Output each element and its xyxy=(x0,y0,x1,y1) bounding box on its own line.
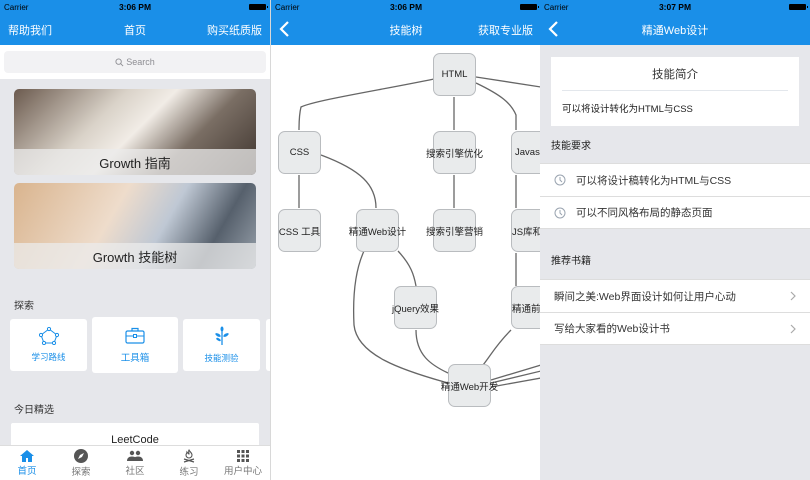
intro-title: 技能简介 xyxy=(562,57,788,91)
back-chevron-icon[interactable] xyxy=(548,21,560,37)
books-heading: 推荐书籍 xyxy=(551,256,591,267)
progress-clock-icon xyxy=(554,207,566,218)
tab-label: 练习 xyxy=(179,466,199,478)
graph-edges xyxy=(298,76,540,388)
requirement-text: 可以不同风格布局的静态页面 xyxy=(576,207,713,219)
progress-clock-icon xyxy=(554,174,566,186)
tab-label: 用户中心 xyxy=(223,465,262,477)
explore-heading: 探索 xyxy=(14,301,34,312)
node-seo[interactable]: 搜索引擎优化 xyxy=(426,131,483,174)
carrier-label: Carrier xyxy=(4,2,29,12)
compass-icon xyxy=(74,448,88,463)
home-icon xyxy=(20,449,34,462)
home-screen: Carrier 3:06 PM 帮助我们 首页 购买纸质版 Search Gro… xyxy=(0,0,270,480)
tab-label: 社区 xyxy=(125,465,145,477)
status-bar: Carrier 3:07 PM xyxy=(540,0,810,14)
tab-practice[interactable]: 练习 xyxy=(162,446,216,480)
daily-pick-title: LeetCode xyxy=(111,434,159,446)
status-time: 3:06 PM xyxy=(118,2,152,12)
search-input[interactable]: Search xyxy=(4,51,266,73)
requirement-text: 可以将设计稿转化为HTML与CSS xyxy=(576,174,732,187)
requirement-item[interactable]: 可以将设计稿转化为HTML与CSS xyxy=(540,164,810,196)
card-label: 学习路线 xyxy=(31,352,66,362)
tab-home[interactable]: 首页 xyxy=(0,446,54,480)
node-javascript[interactable]: Javas xyxy=(511,131,540,174)
skill-graph[interactable]: HTML CSS 搜索引擎优化 Javas CSS 工具 精通Web设计 搜索引… xyxy=(271,45,540,480)
search-placeholder: Search xyxy=(126,57,155,67)
status-time: 3:07 PM xyxy=(658,2,692,12)
tab-label: 探索 xyxy=(71,466,91,478)
node-frontend[interactable]: 精通前端 xyxy=(511,286,540,329)
requirement-item[interactable]: 可以不同风格布局的静态页面 xyxy=(540,196,810,228)
carrier-label: Carrier xyxy=(544,2,569,12)
banner-caption: Growth 指南 xyxy=(14,149,256,175)
chevron-right-icon xyxy=(790,324,796,334)
requirements-list: 可以将设计稿转化为HTML与CSS 可以不同风格布局的静态页面 xyxy=(540,163,810,229)
book-item[interactable]: 瞬间之美:Web界面设计如何让用户心动 xyxy=(540,280,810,312)
node-js-libraries[interactable]: JS库和 xyxy=(511,209,540,252)
tab-community[interactable]: 社区 xyxy=(108,446,162,480)
carrier-label: Carrier xyxy=(275,2,300,12)
pentagon-nodes-icon xyxy=(38,327,59,345)
growth-guide-banner[interactable]: Growth 指南 xyxy=(14,89,256,175)
intro-text: 可以将设计转化为HTML与CSS xyxy=(562,104,693,115)
skill-intro-card: 技能简介 可以将设计转化为HTML与CSS xyxy=(551,57,799,126)
growth-skilltree-banner[interactable]: Growth 技能树 xyxy=(14,183,256,269)
node-html[interactable]: HTML xyxy=(433,53,476,96)
help-us-button[interactable]: 帮助我们 xyxy=(8,24,52,37)
back-chevron-icon[interactable] xyxy=(279,21,291,37)
briefcase-icon xyxy=(125,327,145,344)
get-pro-button[interactable]: 获取专业版 xyxy=(478,24,533,37)
tab-label: 首页 xyxy=(17,465,37,477)
daily-picks-heading: 今日精选 xyxy=(14,405,54,416)
page-title: 精通Web设计 xyxy=(641,24,709,37)
nav-bar: 精通Web设计 xyxy=(540,14,810,45)
tab-explore[interactable]: 探索 xyxy=(54,446,108,480)
book-title: 写给大家看的Web设计书 xyxy=(554,323,670,335)
requirements-heading: 技能要求 xyxy=(551,141,591,152)
book-item[interactable]: 写给大家看的Web设计书 xyxy=(540,312,810,344)
node-css-tools[interactable]: CSS 工具 xyxy=(278,209,321,252)
people-icon xyxy=(127,450,143,461)
node-web-design[interactable]: 精通Web设计 xyxy=(349,209,406,252)
toolbox-card[interactable]: 工具箱 xyxy=(92,317,178,373)
tab-bar: 首页 探索 社区 练习 用户中心 xyxy=(0,445,270,480)
battery-icon xyxy=(249,4,268,10)
node-css[interactable]: CSS xyxy=(278,131,321,174)
status-bar: Carrier 3:06 PM xyxy=(0,0,270,14)
skill-tree-screen: Carrier 3:06 PM 技能树 获取专业版 xyxy=(270,0,540,480)
books-list: 瞬间之美:Web界面设计如何让用户心动 写给大家看的Web设计书 xyxy=(540,279,810,345)
book-title: 瞬间之美:Web界面设计如何让用户心动 xyxy=(554,290,736,303)
sprout-icon xyxy=(214,326,229,345)
skill-quiz-card[interactable]: 技能测验 xyxy=(183,319,260,371)
page-title: 首页 xyxy=(124,24,146,37)
card-label: 工具箱 xyxy=(120,352,150,364)
nav-bar: 帮助我们 首页 购买纸质版 xyxy=(0,14,270,45)
campfire-icon xyxy=(183,448,195,463)
learning-path-card[interactable]: 学习路线 xyxy=(10,319,87,371)
grid-icon xyxy=(237,449,249,462)
search-icon xyxy=(115,57,124,66)
explore-cards: 学习路线 工具箱 技能测验 xyxy=(0,317,270,377)
battery-icon xyxy=(520,4,539,10)
page-title: 技能树 xyxy=(389,24,423,37)
tab-user-center[interactable]: 用户中心 xyxy=(216,446,270,480)
chevron-right-icon xyxy=(790,291,796,301)
skill-detail-screen: Carrier 3:07 PM 精通Web设计 技能简介 可以将设计转化为HTM… xyxy=(540,0,810,480)
node-jquery[interactable]: jQuery效果 xyxy=(392,286,439,329)
battery-icon xyxy=(789,4,808,10)
banner-caption: Growth 技能树 xyxy=(14,243,256,269)
nav-bar: 技能树 获取专业版 xyxy=(271,14,540,45)
node-sem[interactable]: 搜索引擎营销 xyxy=(426,209,483,252)
status-bar: Carrier 3:06 PM xyxy=(271,0,540,14)
status-time: 3:06 PM xyxy=(389,2,423,12)
buy-print-button[interactable]: 购买纸质版 xyxy=(207,24,262,37)
node-web-dev[interactable]: 精通Web开发 xyxy=(441,364,498,407)
search-bar: Search xyxy=(0,45,270,79)
card-label: 技能测验 xyxy=(204,353,239,363)
